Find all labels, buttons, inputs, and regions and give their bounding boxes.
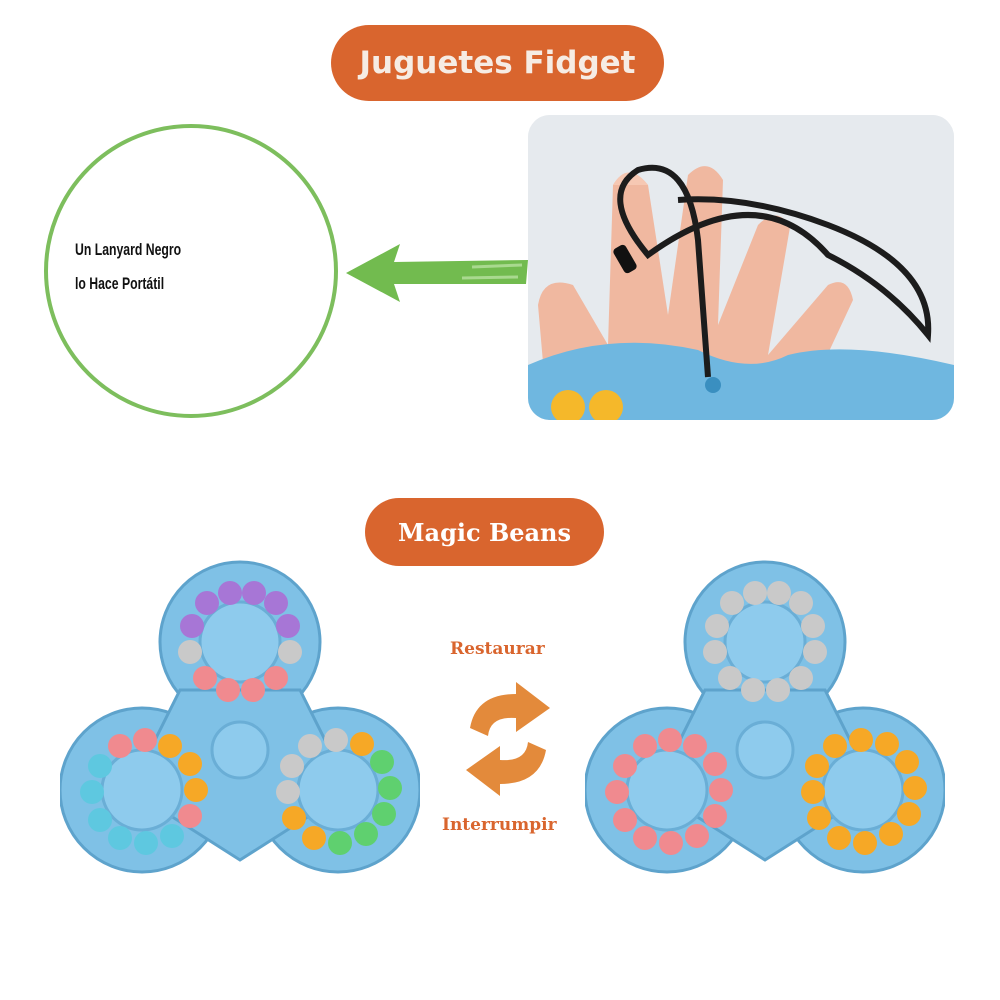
toy-restored-image: [585, 560, 945, 900]
section-title: Magic Beans: [397, 517, 572, 547]
arrow-left-icon: [342, 240, 532, 306]
lanyard-callout-text: Un Lanyard Negro lo Hace Portátil: [75, 233, 181, 301]
lanyard-callout-line2: lo Hace Portátil: [75, 274, 165, 293]
lanyard-callout-circle: Un Lanyard Negro lo Hace Portátil: [44, 124, 338, 418]
lanyard-callout-line1: Un Lanyard Negro: [75, 240, 182, 259]
header-title: Juguetes Fidget: [359, 45, 636, 81]
break-label: Interrumpir: [442, 815, 557, 835]
section-title-pill: Magic Beans: [365, 498, 604, 566]
lanyard-photo: [528, 115, 954, 420]
header-title-pill: Juguetes Fidget: [331, 25, 664, 101]
refresh-cycle-icon: [458, 680, 558, 798]
toy-mixed-image: [60, 560, 420, 900]
restore-label: Restaurar: [450, 639, 545, 659]
